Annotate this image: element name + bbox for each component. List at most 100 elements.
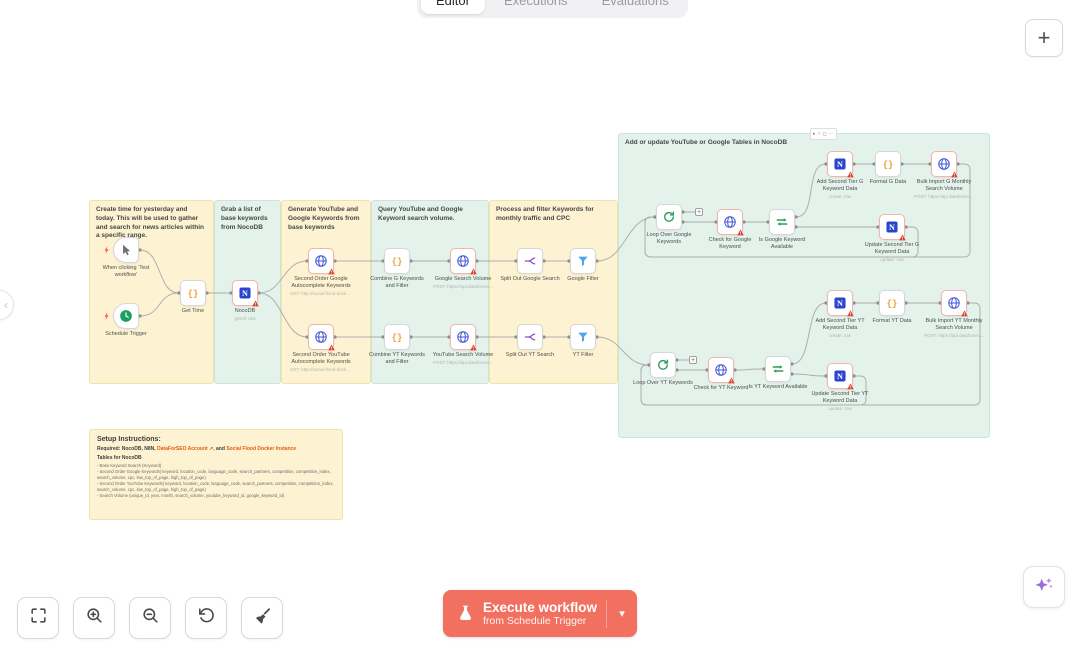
node-box[interactable]	[650, 352, 676, 378]
workflow-node-loop-yt[interactable]: Loop Over YT Keywords+	[633, 352, 697, 386]
workflow-node-google-filter[interactable]: Google Filter	[567, 248, 599, 282]
workflow-node-is-yt[interactable]: Is YT Keyword Available	[748, 356, 808, 390]
node-box[interactable]: N	[827, 363, 854, 390]
node-box[interactable]	[113, 237, 139, 263]
workflow-node-combine-yt[interactable]: {} Combine YT Keywords and Filter	[369, 324, 425, 365]
zoom-in-button[interactable]	[73, 597, 115, 639]
workflow-node-so-youtube[interactable]: Second Order YouTube Autocomplete Keywor…	[290, 324, 352, 372]
node-box[interactable]: N	[827, 290, 854, 317]
node-subtitle: POST: https://api.dataforseo...	[432, 359, 494, 365]
node-label: Loop Over Google Keywords	[646, 232, 692, 245]
workflow-node-get-time[interactable]: {}Get Time	[180, 280, 206, 314]
workflow-node-check-yt[interactable]: Check for YT Keyword	[694, 357, 748, 391]
cursor-icon	[119, 243, 133, 257]
node-box[interactable]	[570, 324, 596, 350]
code-icon: {}	[881, 157, 895, 171]
node-subtitle: update: row	[828, 405, 852, 411]
trash-icon[interactable]: ◻	[822, 131, 827, 137]
setup-required-line: Required: NocoDB, N8N, DataForSEO Accoun…	[97, 446, 297, 452]
node-box[interactable]	[517, 248, 543, 274]
node-box[interactable]: N	[232, 280, 259, 307]
setup-bullet: - Base Keyword Search (Keyword)	[97, 463, 162, 468]
ai-assistant-button[interactable]	[1023, 566, 1065, 608]
tab-editor[interactable]: Editor	[421, 0, 485, 14]
workflow-node-splitout-yt[interactable]: Split Out YT Search	[506, 324, 554, 358]
more-icon[interactable]: ⋯	[828, 131, 834, 137]
node-box[interactable]: {}	[180, 280, 206, 306]
node-box[interactable]: N	[879, 214, 906, 241]
workflow-node-so-google[interactable]: Second Order Google Autocomplete Keyword…	[290, 248, 352, 296]
node-label: Update Second Tier YT Keyword Data	[811, 391, 869, 404]
node-box[interactable]	[450, 248, 477, 275]
reset-zoom-button[interactable]	[185, 597, 227, 639]
node-label: Combine YT Keywords and Filter	[368, 352, 426, 365]
zoom-out-button[interactable]	[129, 597, 171, 639]
add-connection-button[interactable]: +	[695, 208, 703, 216]
clock-icon	[119, 309, 133, 323]
tab-evaluations[interactable]: Evaluations	[601, 0, 669, 8]
node-box[interactable]	[517, 324, 543, 350]
add-connection-button[interactable]: +	[689, 356, 697, 364]
node-box[interactable]: N	[827, 151, 854, 178]
setup-bullet: - Second Order Google Keywords( keyword,…	[97, 469, 331, 481]
node-box[interactable]	[308, 248, 335, 275]
execute-workflow-button[interactable]: Execute workflow from Schedule Trigger ▾	[443, 590, 637, 637]
node-box[interactable]	[656, 204, 682, 230]
sticky-note-process[interactable]: Process and filter Keywords for monthly …	[489, 200, 618, 384]
sticky-note-query[interactable]: Query YouTube and Google Keyword search …	[371, 200, 489, 384]
tab-executions[interactable]: Executions	[503, 0, 568, 8]
workflow-node-format-yt[interactable]: {}Format YT Data	[873, 290, 911, 324]
svg-text:N: N	[837, 299, 843, 308]
setup-instructions-content: Setup Instructions:Required: NocoDB, N8N…	[90, 430, 342, 506]
node-box[interactable]: {}	[875, 151, 901, 177]
node-box[interactable]	[308, 324, 335, 351]
workflow-node-schedule-trigger[interactable]: Schedule Trigger	[104, 303, 147, 337]
svg-text:{}: {}	[392, 257, 403, 267]
tidy-up-button[interactable]	[241, 597, 283, 639]
node-box[interactable]	[941, 290, 968, 317]
workflow-node-format-g[interactable]: {}Format G Data	[870, 151, 906, 185]
fit-view-button[interactable]	[17, 597, 59, 639]
workflow-node-combine-g[interactable]: {}Combine G Keywords and Filter	[370, 248, 424, 289]
workflow-node-splitout-g[interactable]: Split Out Google Search	[500, 248, 560, 282]
node-box[interactable]	[717, 209, 744, 236]
workflow-node-is-g[interactable]: Is Google Keyword Available	[759, 209, 805, 250]
node-box[interactable]	[765, 356, 791, 382]
workflow-node-manual-trigger[interactable]: When clicking ‘Test workflow’	[103, 237, 149, 278]
power-icon[interactable]: ○	[817, 131, 821, 137]
sticky-note-setup-instructions[interactable]: Setup Instructions:Required: NocoDB, N8N…	[89, 429, 343, 520]
node-box[interactable]	[769, 209, 795, 235]
node-box[interactable]	[450, 324, 477, 351]
dataforseo-link[interactable]: DataForSEO Account ↗,	[157, 446, 215, 452]
node-box[interactable]: {}	[879, 290, 905, 316]
add-node-button[interactable]: +	[1025, 19, 1063, 57]
node-box[interactable]: {}	[384, 248, 410, 274]
node-label: Check for Google Keyword	[708, 237, 752, 250]
node-label: Bulk Import YT Monthly Search Volume	[925, 318, 983, 331]
node-box[interactable]: {}	[384, 324, 410, 350]
node-box[interactable]	[931, 151, 958, 178]
play-icon[interactable]: ▸	[813, 131, 816, 137]
node-box[interactable]	[708, 357, 735, 384]
node-box[interactable]	[570, 248, 596, 274]
node-meta: Check for YT Keyword	[690, 385, 752, 392]
node-subtitle: GET: http://social-flood-docke...	[290, 366, 352, 372]
workflow-node-check-g[interactable]: Check for Google Keyword	[709, 209, 751, 250]
social-flood-link[interactable]: Social Flood Docker Instance	[226, 446, 297, 452]
node-box[interactable]	[113, 303, 139, 329]
workflow-node-yt-filter[interactable]: YT Filter	[570, 324, 596, 358]
chevron-down-icon[interactable]: ▾	[619, 608, 625, 620]
node-label: Add Second Tier G Keyword Data	[816, 179, 864, 192]
workflow-node-loop-g[interactable]: Loop Over Google Keywords +	[647, 204, 703, 245]
